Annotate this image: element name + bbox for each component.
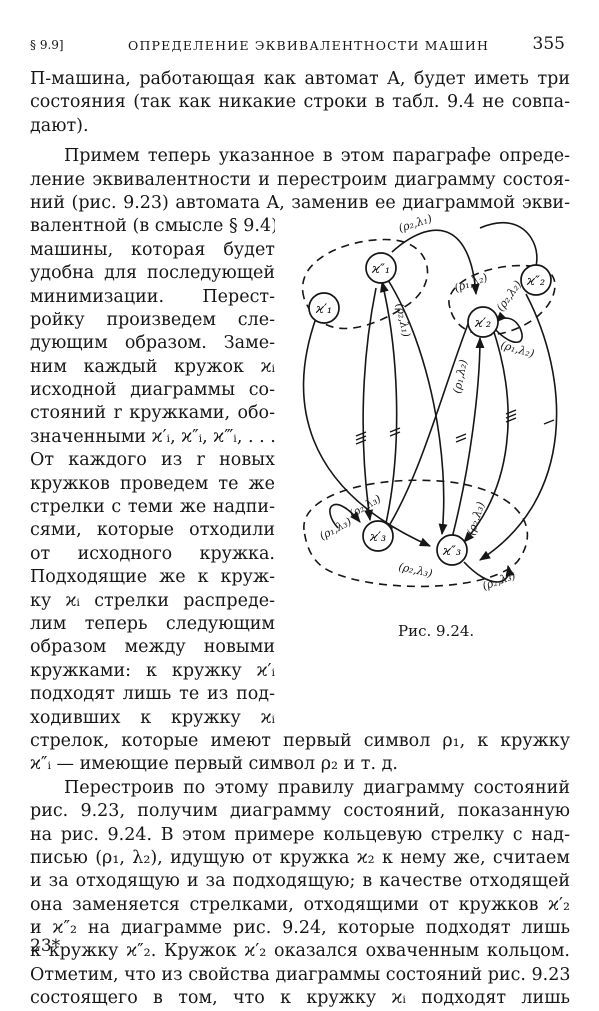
- body-text: Π-машина, работающая как автомат A, буде…: [30, 68, 570, 1011]
- state-node: ϰ′₃: [362, 520, 394, 552]
- text-line: ний (рис. 9.23) автомата A, заменив ее д…: [30, 192, 570, 213]
- transition-arrow: [387, 279, 448, 536]
- group-ring-2: [448, 264, 556, 336]
- text-line: Примем теперь указанное в этом параграфе…: [64, 146, 570, 167]
- loop-arrow: [493, 311, 523, 344]
- running-head: § 9.9] ОПРЕДЕЛЕНИЕ ЭКВИВАЛЕНТНОСТИ МАШИН…: [0, 34, 599, 58]
- transition-arrow: [362, 287, 377, 522]
- text-line: состояния (так как никакие строки в табл…: [30, 92, 570, 113]
- text-line: исходной диаграммы со-: [30, 380, 275, 401]
- edge-label: (ρ₂,λ₂): [494, 278, 524, 314]
- figure-caption: Рис. 9.24.: [398, 622, 475, 640]
- state-node: ϰ″₃: [436, 534, 468, 566]
- text-line: стрелки с теми же надпи-: [30, 497, 275, 518]
- text-line: от исходного кружка.: [30, 543, 275, 564]
- arrow-tick-mark: [505, 409, 517, 423]
- state-node: ϰ″₁: [365, 252, 397, 284]
- text-line: машины, которая будет: [30, 239, 275, 260]
- state-label: ϰ″₂: [526, 274, 545, 289]
- state-node: ϰ′₁: [308, 292, 340, 324]
- state-label: ϰ′₃: [369, 530, 386, 545]
- state-node: ϰ″₂: [520, 264, 552, 296]
- state-label: ϰ″₃: [442, 544, 461, 559]
- text-line: ление эквивалентности и перестроим диагр…: [30, 169, 570, 190]
- page-number: 355: [532, 34, 565, 54]
- transition-arrow: [479, 293, 558, 561]
- text-line: стояний r кружками, обо-: [30, 403, 275, 424]
- transition-arrow: [463, 325, 509, 543]
- text-line: ϰ″ᵢ — имеющие первый символ ρ₂ и т. д.: [30, 754, 398, 775]
- arrow-tick-mark: [543, 419, 555, 425]
- text-line: минимизации. Перест-: [30, 286, 275, 307]
- transition-arrow: [383, 323, 469, 535]
- text-line: ходивших к кружку ϰᵢ: [30, 707, 275, 728]
- text-line: писью (ρ₁, λ₂), идущую от кружка ϰ₂ к не…: [30, 847, 570, 868]
- edge-label: (ρ₁,λ₃): [317, 515, 353, 543]
- edge-label: (ρ₂,λ₃): [481, 569, 518, 593]
- paragraph-main: Примем теперь указанное в этом параграфе…: [30, 145, 570, 777]
- text-line: состоящего в том, что к кружку ϰᵢ подход…: [30, 988, 570, 1009]
- text-line: лим теперь следующим: [30, 613, 275, 634]
- arrow-tick-mark: [389, 427, 401, 437]
- text-line: на рис. 9.24. В этом примере кольцевую с…: [30, 824, 570, 845]
- text-line: кружков проведем те же: [30, 473, 275, 494]
- group-ring-3: [303, 479, 529, 588]
- edge-label: (ρ₂,λ₁): [393, 302, 413, 338]
- text-line: Π-машина, работающая как автомат A, буде…: [30, 69, 570, 89]
- text-line: сями, которые отходили: [30, 520, 275, 541]
- text-line: и ϰ″₂ на диаграмме рис. 9.24, которые по…: [30, 918, 570, 939]
- text-line: она заменяется стрелками, отходящими от …: [30, 894, 570, 915]
- transition-arrow: [451, 336, 485, 539]
- state-diagram: ϰ′₁ ϰ″₁ ϰ′₂ ϰ″₂ ϰ′₃ ϰ″₃: [301, 212, 558, 593]
- edge-label: (ρ₁,λ₂): [453, 271, 490, 295]
- transition-arrow: [463, 561, 515, 583]
- section-reference: § 9.9]: [30, 38, 64, 52]
- text-line: кружками: к кружку ϰ′ᵢ: [30, 660, 275, 681]
- text-line: Перестроив по этому правилу диаграмму со…: [64, 777, 570, 798]
- group-ring-1: [301, 238, 429, 330]
- text-line: к кружку ϰ″₂. Кружок ϰ′₂ оказался охваче…: [30, 941, 570, 962]
- text-line: образом между новыми: [30, 637, 275, 658]
- wrapped-column: валентной (в смысле § 9.4) машины, котор…: [30, 215, 275, 730]
- edge-label: (ρ₂,λ₃): [397, 560, 433, 580]
- text-line: ку ϰᵢ стрелки распреде-: [30, 590, 275, 611]
- arrow-tick-mark: [355, 431, 367, 445]
- arrow-tick-mark: [455, 433, 467, 443]
- state-label: ϰ″₁: [371, 262, 390, 277]
- text-line: От каждого из r новых: [30, 450, 275, 471]
- edge-label: (ρ₂,λ₃): [464, 500, 487, 537]
- state-diagram-figure: ϰ′₁ ϰ″₁ ϰ′₂ ϰ″₂ ϰ′₃ ϰ″₃: [280, 198, 580, 618]
- text-line: Подходящие же к круж-: [30, 567, 275, 588]
- text-line: подходят лишь те из под-: [30, 684, 275, 705]
- text-line: ним каждый кружок ϰᵢ: [30, 356, 275, 377]
- transition-arrow: [302, 317, 432, 547]
- text-line: удобна для последующей: [30, 263, 275, 284]
- state-node: ϰ′₂: [467, 306, 499, 338]
- transition-arrow: [391, 229, 480, 296]
- text-line: рис. 9.23, получим диаграмму состояний, …: [30, 801, 570, 822]
- edge-label: (ρ₁,λ₂): [499, 338, 536, 360]
- text-line: и за отходящую и за подходящую; в качест…: [30, 871, 570, 892]
- transition-arrow: [380, 280, 398, 533]
- text-line: Отметим, что из свойства диаграммы состо…: [30, 964, 570, 985]
- text-line: дующим образом. Заме-: [30, 333, 275, 354]
- text-line: валентной (в смысле § 9.4): [30, 216, 275, 237]
- state-label: ϰ′₂: [474, 316, 491, 331]
- state-label: ϰ′₁: [315, 302, 332, 317]
- text-line: ройку произведем сле-: [30, 309, 275, 330]
- transition-arrow: [329, 503, 361, 529]
- text-line: дают).: [30, 115, 89, 136]
- paragraph-intro: Π-машина, работающая как автомат A, буде…: [30, 68, 570, 138]
- signature-mark: 23*: [30, 936, 61, 956]
- paragraph-second: Перестроив по этому правилу диаграмму со…: [30, 777, 570, 1011]
- text-line: стрелок, которые имеют первый символ ρ₁,…: [30, 730, 570, 751]
- running-title: ОПРЕДЕЛЕНИЕ ЭКВИВАЛЕНТНОСТИ МАШИН: [128, 38, 490, 53]
- text-line: значенными ϰ′ᵢ, ϰ″ᵢ, ϰ‴ᵢ, . . .: [30, 426, 275, 447]
